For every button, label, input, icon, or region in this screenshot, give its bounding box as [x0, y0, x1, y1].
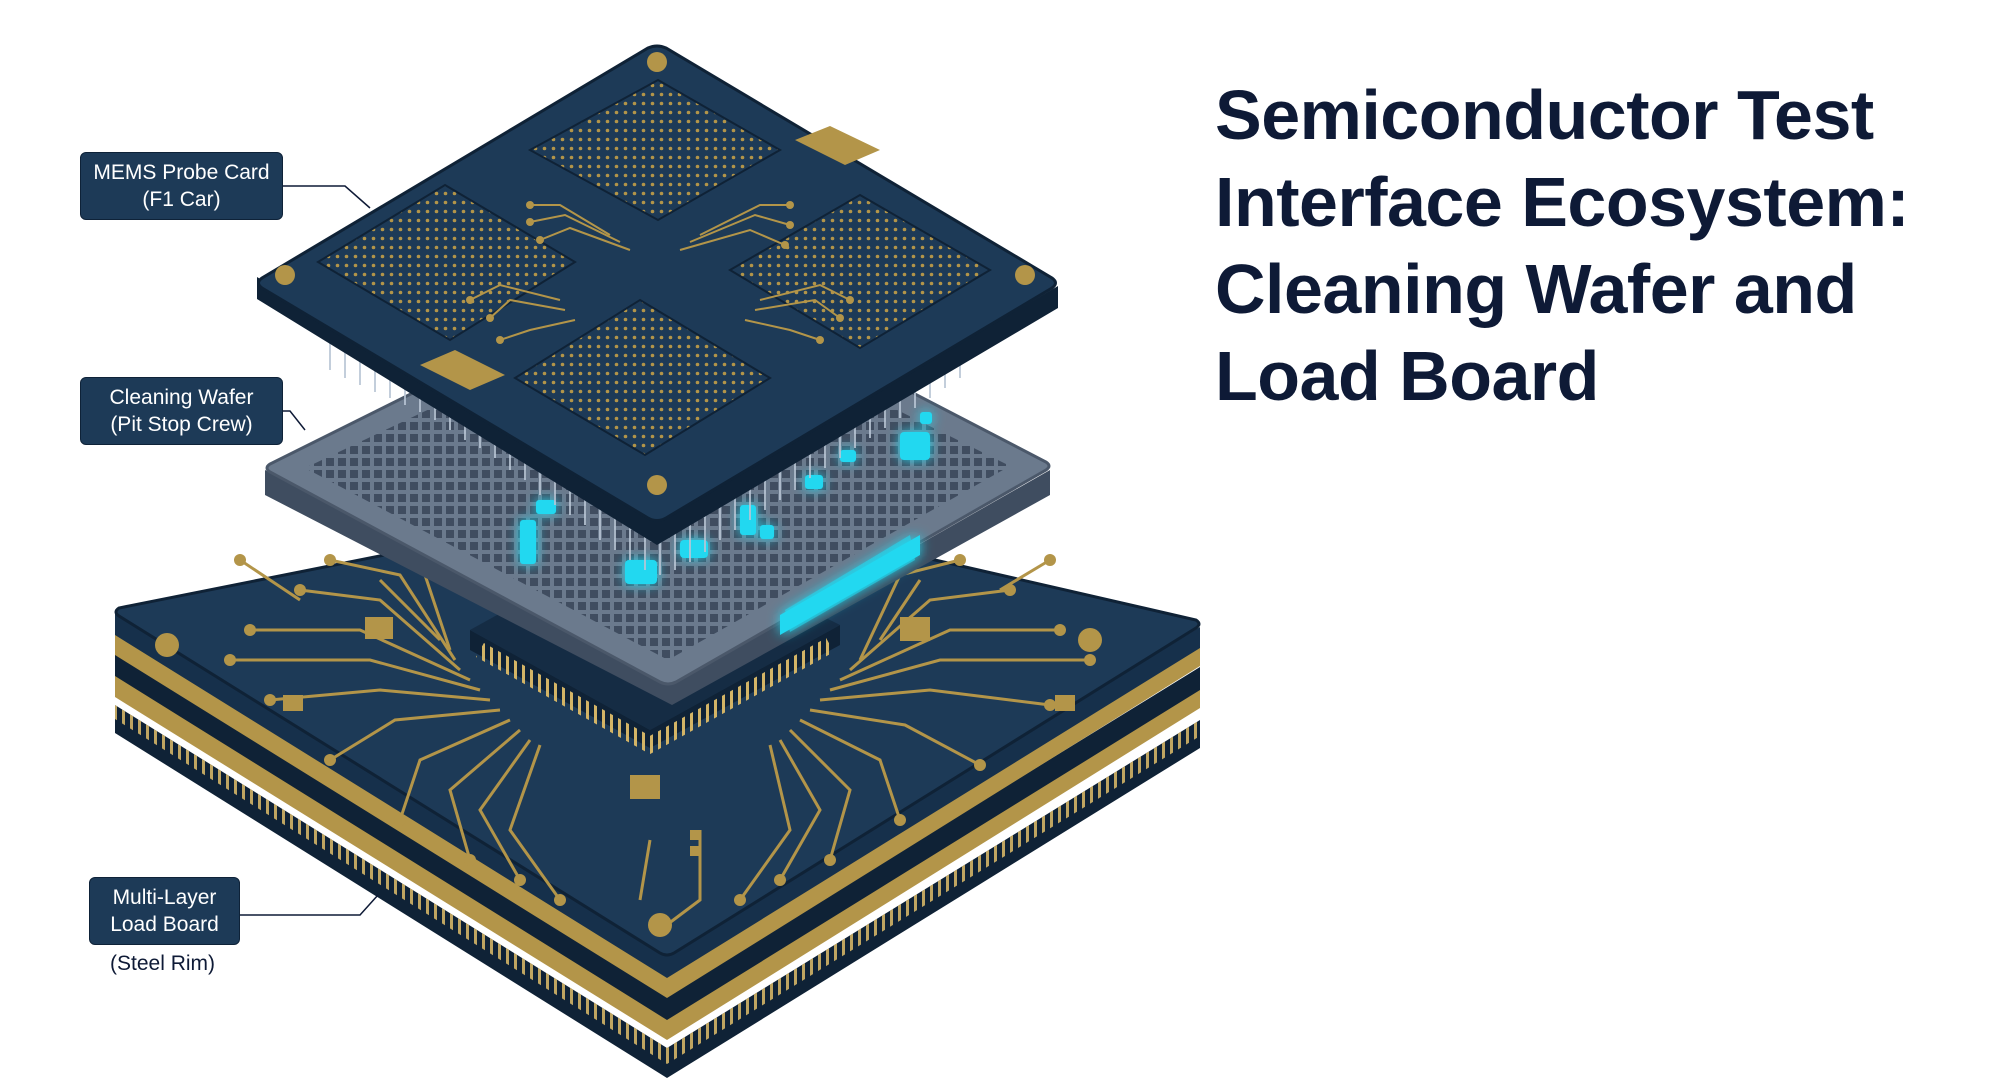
probe-card-pad-bottom-left	[420, 350, 505, 390]
probe-array-right	[728, 193, 992, 350]
callout-load-board-note: (Steel Rim)	[110, 952, 216, 975]
callout-probe-card-line1: MEMS Probe Card	[93, 161, 270, 184]
callout-load-board-line2: Load Board	[110, 913, 219, 936]
title-line-3: Cleaning Wafer and	[1215, 250, 1857, 328]
probe-card-top-face	[257, 44, 1057, 522]
callout-load-board: Multi-Layer Load Board	[89, 877, 240, 945]
probe-card	[257, 44, 1058, 545]
probe-card-mount-hole-left	[275, 265, 295, 285]
probe-array-left	[316, 183, 577, 342]
leader-cleaning-wafer	[283, 410, 306, 431]
callout-cleaning-wafer: Cleaning Wafer (Pit Stop Crew)	[80, 377, 283, 445]
leader-probe-card	[282, 185, 371, 209]
probe-array-bottom	[513, 298, 772, 457]
title-line-1: Semiconductor Test	[1215, 76, 1874, 154]
callout-leaders	[240, 185, 379, 916]
probe-card-mount-hole-top	[647, 52, 667, 72]
page-title: Semiconductor Test Interface Ecosystem: …	[1215, 72, 1975, 420]
title-line-2: Interface Ecosystem:	[1215, 163, 1910, 241]
probe-card-mount-hole-right	[1015, 265, 1035, 285]
callout-probe-card: MEMS Probe Card (F1 Car)	[80, 152, 283, 220]
load-board-mount-hole-left	[155, 633, 179, 657]
callout-probe-card-line2: (F1 Car)	[142, 188, 221, 211]
probe-array-top	[527, 78, 783, 222]
callout-load-board-line1: Multi-Layer	[112, 886, 217, 909]
title-line-4: Load Board	[1215, 337, 1599, 415]
probe-card-pad-top-right	[795, 126, 880, 165]
load-board-mount-hole-front	[648, 913, 672, 937]
leader-load-board	[240, 894, 379, 916]
callout-cleaning-wafer-line2: (Pit Stop Crew)	[110, 413, 253, 436]
load-board-mount-hole-right	[1078, 628, 1102, 652]
cleaning-wafer-glow-debris	[520, 412, 932, 635]
probe-card-traces	[469, 204, 851, 341]
callout-cleaning-wafer-line1: Cleaning Wafer	[109, 386, 254, 409]
probe-card-mount-hole-bottom	[647, 475, 667, 495]
